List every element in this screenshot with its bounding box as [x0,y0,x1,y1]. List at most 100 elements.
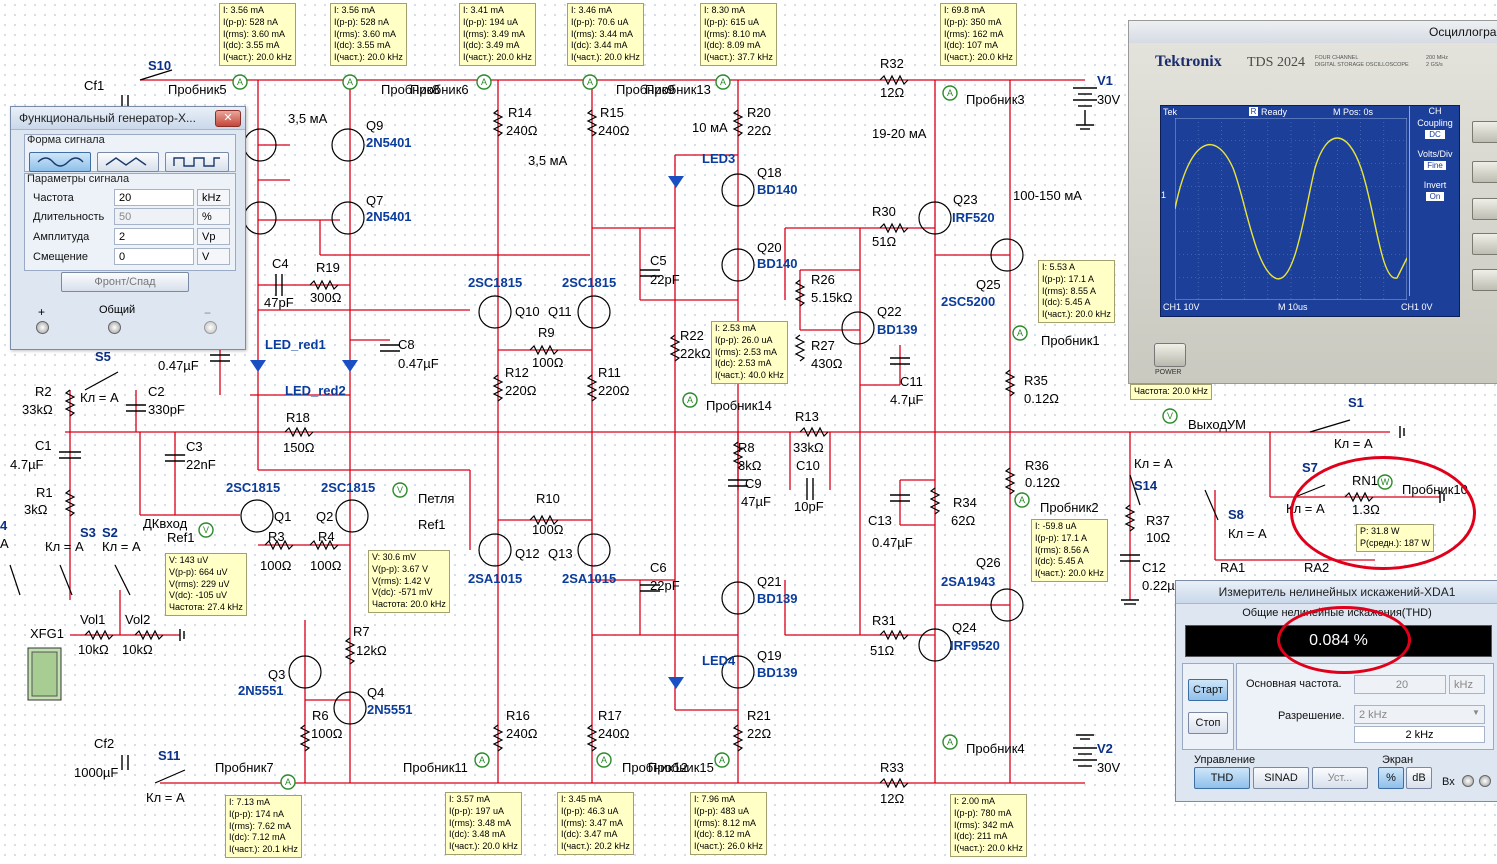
common-terminal-icon[interactable] [108,321,121,334]
input-terminal-icon[interactable] [1462,775,1474,787]
triangle-wave-button[interactable] [97,152,159,172]
square-wave-button[interactable] [165,152,229,172]
led-symbols [250,176,684,689]
s3-state: Кл = A [45,539,84,554]
r21-value: 22Ω [747,726,771,741]
scope-timebase: M 10us [1278,302,1308,312]
percent-mode-button[interactable]: % [1378,767,1404,789]
q12-ref: Q12 [515,546,540,561]
q10-ref: Q10 [515,304,540,319]
start-stop-group [1182,663,1234,750]
db-mode-button[interactable]: dB [1406,767,1432,789]
r20-value: 22Ω [747,123,771,138]
q25-ref: Q25 [976,277,1001,292]
s8-state: Кл = A [1228,526,1267,541]
svg-text:A: A [481,77,487,87]
probe2-label: Пробник2 [1040,500,1099,515]
r3-ref: R3 [268,529,285,544]
probe7-label: Пробник7 [215,760,274,775]
scope-menu-button-5[interactable] [1472,269,1497,291]
chevron-down-icon[interactable]: ▼ [1472,708,1480,717]
resolution-select[interactable]: 2 kHz [1354,705,1485,724]
v1-ref: V1 [1097,73,1113,88]
sine-wave-icon [37,157,84,167]
r11-ref: R11 [598,365,621,380]
duty-input[interactable]: 50 [114,208,194,225]
q23-ref: Q23 [953,192,978,207]
vol1-value: 10kΩ [78,642,109,657]
minus-terminal-icon[interactable] [204,321,217,334]
start-button[interactable]: Старт [1188,679,1228,701]
settings-button[interactable]: Уст... [1312,767,1368,789]
probe1-label: Пробник1 [1041,333,1100,348]
power-button[interactable] [1154,343,1186,367]
coupling-value[interactable]: DC [1425,130,1445,139]
thd-mode-button[interactable]: THD [1194,767,1250,789]
scope-ch1-marker: 1 [1161,190,1167,200]
probe6-label: Пробник6 [410,82,469,97]
q4-ref: Q4 [367,685,384,700]
oscilloscope-titlebar[interactable]: Осциллогра [1129,21,1497,43]
r33-ref: R33 [880,760,904,775]
scope-menu-button-2[interactable] [1472,161,1497,183]
sinad-mode-button[interactable]: SINAD [1253,767,1309,789]
thd-titlebar[interactable]: Измеритель нелинейных искажений-XDA1 [1176,581,1497,604]
r14-value: 240Ω [506,123,538,138]
scope-side-title: CH [1428,106,1442,116]
close-icon[interactable]: ✕ [215,110,241,127]
function-generator-window[interactable]: Функциональный генератор-X... ✕ Форма си… [10,106,246,350]
probe3-label: Пробник3 [966,92,1025,107]
offset-input[interactable]: 0 [114,248,194,265]
r26-ref: R26 [811,272,835,287]
scope-tek: Tek [1163,107,1178,117]
c12-value: 0.22µ [1142,578,1175,593]
invert-value[interactable]: On [1426,192,1444,201]
r34-value: 62Ω [951,513,975,528]
switch-s1-label: S1 [1348,395,1364,410]
freq-unit[interactable]: kHz [197,189,230,206]
led4-ref: LED4 [702,653,736,668]
fundamental-unit[interactable]: kHz [1449,675,1485,694]
amplitude-unit[interactable]: Vp [197,228,230,245]
scope-trace [1175,137,1407,280]
fundamental-input[interactable]: 20 [1354,675,1446,694]
vol1-ref: Vol1 [80,612,105,627]
probe4-label: Пробник4 [966,741,1025,756]
duty-unit[interactable]: % [197,208,230,225]
stop-button[interactable]: Стоп [1188,712,1228,734]
funcgen-titlebar[interactable]: Функциональный генератор-X... ✕ [11,107,245,130]
q22-ref: Q22 [877,304,902,319]
v2-ref: V2 [1097,741,1113,756]
loop-label: Петля [418,491,454,506]
scope-menu-button-4[interactable] [1472,233,1497,255]
scope-menu-button-1[interactable] [1472,121,1497,143]
probe11-label: Пробник11 [403,760,468,775]
oscilloscope-window[interactable]: Осциллогра Tektronix TDS 2024 FOUR CHANN… [1128,20,1497,384]
r10-value: 100Ω [532,522,564,537]
capacitor-symbols [59,95,1140,770]
plus-terminal-icon[interactable] [36,321,49,334]
rise-fall-button[interactable]: Фронт/Спад [61,272,189,292]
cf2-value: 1000µF [74,765,118,780]
c8-value: 0.47µF [398,356,439,371]
r2-ref: R2 [35,384,52,399]
q13-model: 2SA1015 [562,571,616,586]
sine-wave-button[interactable] [29,152,91,172]
signal-params-title: Параметры сигнала [27,173,130,185]
probe15-label: Пробник15 [648,760,714,775]
freq-input[interactable]: 20 [114,189,194,206]
minus-terminal-label: − [204,306,212,320]
scope-menu-button-3[interactable] [1472,198,1497,220]
input-terminal-icon-2[interactable] [1479,775,1491,787]
duty-label: Длительность [33,211,105,223]
q24-value: IRF9520 [950,638,1000,653]
triangle-wave-icon [105,157,147,166]
svg-text:V: V [203,525,209,535]
tektronix-logo: Tektronix [1155,53,1222,70]
amplitude-input[interactable]: 2 [114,228,194,245]
volts-div-value[interactable]: Fine [1424,161,1446,170]
xfg1-symbol[interactable] [27,647,62,701]
offset-unit[interactable]: V [197,248,230,265]
fundamental-label: Основная частота. [1246,678,1342,690]
